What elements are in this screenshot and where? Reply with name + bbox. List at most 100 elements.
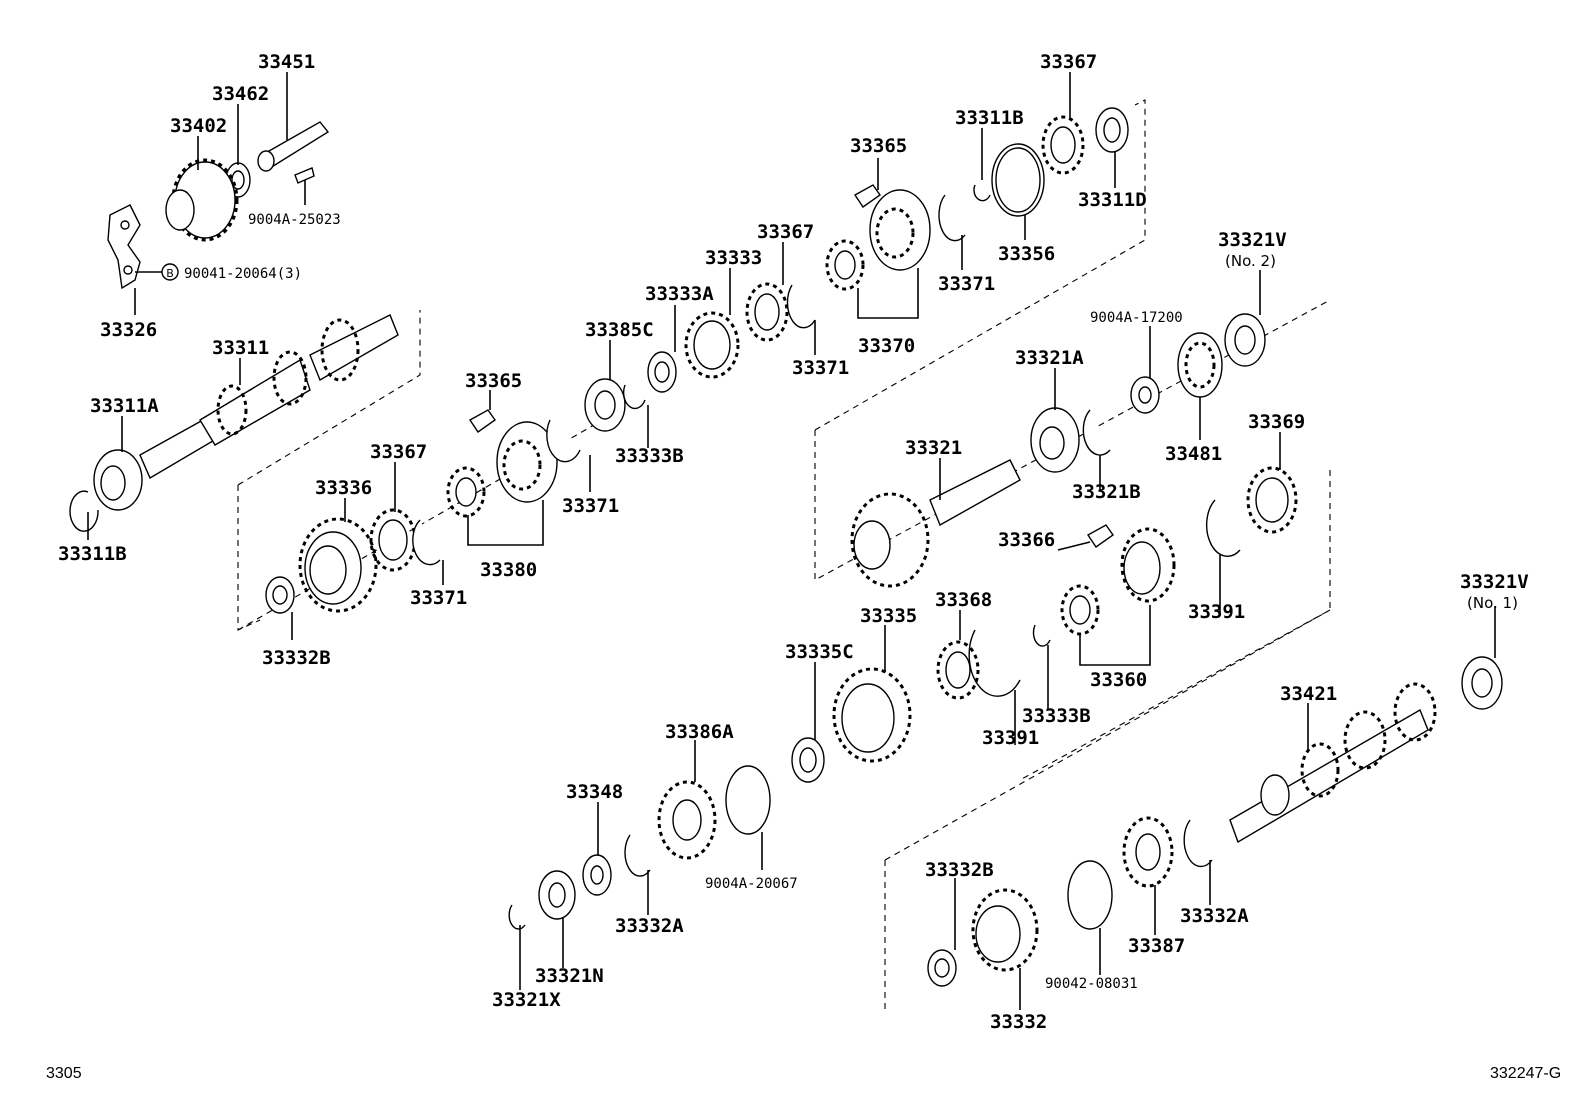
sleeve-33481: [1177, 332, 1223, 398]
gear-33332: [971, 888, 1039, 972]
snap-ring-33333B-b: [1032, 624, 1051, 647]
needle-bearing-33335C: [791, 737, 825, 783]
label-33380: 33380: [480, 559, 537, 581]
snap-ring-33332A-b: [1183, 819, 1213, 868]
bearing-33321V-no2: [1224, 313, 1266, 367]
bearing-33321A: [1030, 407, 1080, 473]
label-33321X: 33321X: [492, 989, 561, 1011]
seal-33356: [991, 143, 1045, 217]
label-33371-b: 33371: [562, 495, 619, 517]
label-33391-b: 33391: [982, 727, 1039, 749]
assembly-boundary: [814, 99, 1146, 431]
counter-shaft-33421: [1229, 682, 1437, 844]
snap-ring-33391-b: [968, 629, 1021, 697]
synchro-ring-33367-b: [745, 282, 789, 342]
label-33333: 33333: [705, 247, 762, 269]
assembly-boundary: [1019, 470, 1331, 781]
shift-shaft-33451: [257, 121, 330, 184]
output-shaft-33321: [850, 459, 1021, 588]
label-33321A: 33321A: [1015, 347, 1084, 369]
synchronizer-33380: [446, 421, 558, 518]
label-33481: 33481: [1165, 443, 1222, 465]
assembly-boundary: [237, 485, 261, 631]
synchro-ring-33368: [936, 640, 980, 700]
label-90041-20064: 90041-20064(3): [184, 266, 302, 282]
gear-33402: [165, 158, 239, 242]
synchronizer-33360: [1060, 527, 1176, 636]
label-33332A-a: 33332A: [615, 915, 684, 937]
collar-33385C: [584, 378, 626, 432]
label-33366: 33366: [998, 529, 1055, 551]
label-33336: 33336: [315, 477, 372, 499]
gear-33336: [298, 517, 378, 613]
label-33321V-no2: 33321V: [1218, 229, 1287, 251]
label-9004A-25023: 9004A-25023: [248, 212, 341, 228]
assembly-boundary: [237, 310, 421, 486]
label-33371-c: 33371: [792, 357, 849, 379]
illustration-number: 332247-G: [1490, 1065, 1561, 1082]
label-33348: 33348: [566, 781, 623, 803]
label-33462: 33462: [212, 83, 269, 105]
label-9004A-17200: 9004A-17200: [1090, 310, 1183, 326]
label-33311B-top: 33311B: [955, 107, 1024, 129]
snap-ring-33321B: [1082, 409, 1111, 456]
nut-9004A-17200: [1130, 376, 1160, 414]
label-33332B-b: 33332B: [925, 859, 994, 881]
snap-ring-33371-d: [938, 194, 966, 242]
label-33367-b: 33367: [757, 221, 814, 243]
label-90042-08031: 90042-08031: [1045, 976, 1138, 992]
label-33402: 33402: [170, 115, 227, 137]
label-33365-b: 33365: [850, 135, 907, 157]
snap-ring-33391-a: [1206, 499, 1241, 557]
gear-33386A: [657, 780, 717, 860]
label-33333A: 33333A: [645, 283, 714, 305]
label-33332B-a: 33332B: [262, 647, 331, 669]
label-33368: 33368: [935, 589, 992, 611]
label-33391-a: 33391: [1188, 601, 1245, 623]
washer-9004A-20067: [725, 765, 771, 835]
snap-ring-33311B-top: [973, 184, 991, 202]
gear-33333: [684, 311, 740, 379]
label-33321: 33321: [905, 437, 962, 459]
label-33371-d: 33371: [938, 273, 995, 295]
label-33332A-b: 33332A: [1180, 905, 1249, 927]
label-9004A-20067: 9004A-20067: [705, 876, 798, 892]
label-33321N: 33321N: [535, 965, 604, 987]
label-33385C: 33385C: [585, 319, 654, 341]
label-33451: 33451: [258, 51, 315, 73]
label-no1: (No. 1): [1467, 594, 1518, 612]
snap-ring-33332A-a: [624, 834, 651, 877]
label-33360: 33360: [1090, 669, 1147, 691]
snap-ring-33333B-a: [623, 384, 646, 410]
label-33356: 33356: [998, 243, 1055, 265]
bearing-33321V-no1: [1461, 656, 1503, 710]
assembly-boundary: [884, 609, 1331, 861]
label-33369: 33369: [1248, 411, 1305, 433]
label-33386A: 33386A: [665, 721, 734, 743]
snap-ring-33371-b: [546, 419, 581, 463]
snap-ring-33311B: [69, 490, 99, 532]
label-33333B-a: 33333B: [615, 445, 684, 467]
label-33367-a: 33367: [370, 441, 427, 463]
synchro-ring-33369: [1246, 466, 1298, 534]
label-33365-a: 33365: [465, 370, 522, 392]
label-33333B-b: 33333B: [1022, 705, 1091, 727]
key-33365-a: [468, 409, 496, 433]
needle-bearing-33332B-b: [927, 949, 957, 987]
synchronizer-33370: [825, 189, 931, 291]
bearing-33311A: [93, 449, 143, 511]
label-33311D: 33311D: [1078, 189, 1147, 211]
bearing-33321N: [538, 870, 576, 920]
label-33371-a: 33371: [410, 587, 467, 609]
diagram-code: 3305: [46, 1065, 82, 1082]
label-33321B: 33321B: [1072, 481, 1141, 503]
circle-b-marker: [161, 263, 179, 281]
snap-ring-33321X: [508, 904, 526, 930]
needle-bearing-33311D: [1095, 107, 1129, 153]
needle-bearing-33333A: [647, 351, 677, 393]
label-33370: 33370: [858, 335, 915, 357]
key-33366: [1086, 524, 1114, 548]
needle-bearing-33332B: [265, 576, 295, 614]
leader-lines: [87, 72, 1496, 1010]
label-33335: 33335: [860, 605, 917, 627]
